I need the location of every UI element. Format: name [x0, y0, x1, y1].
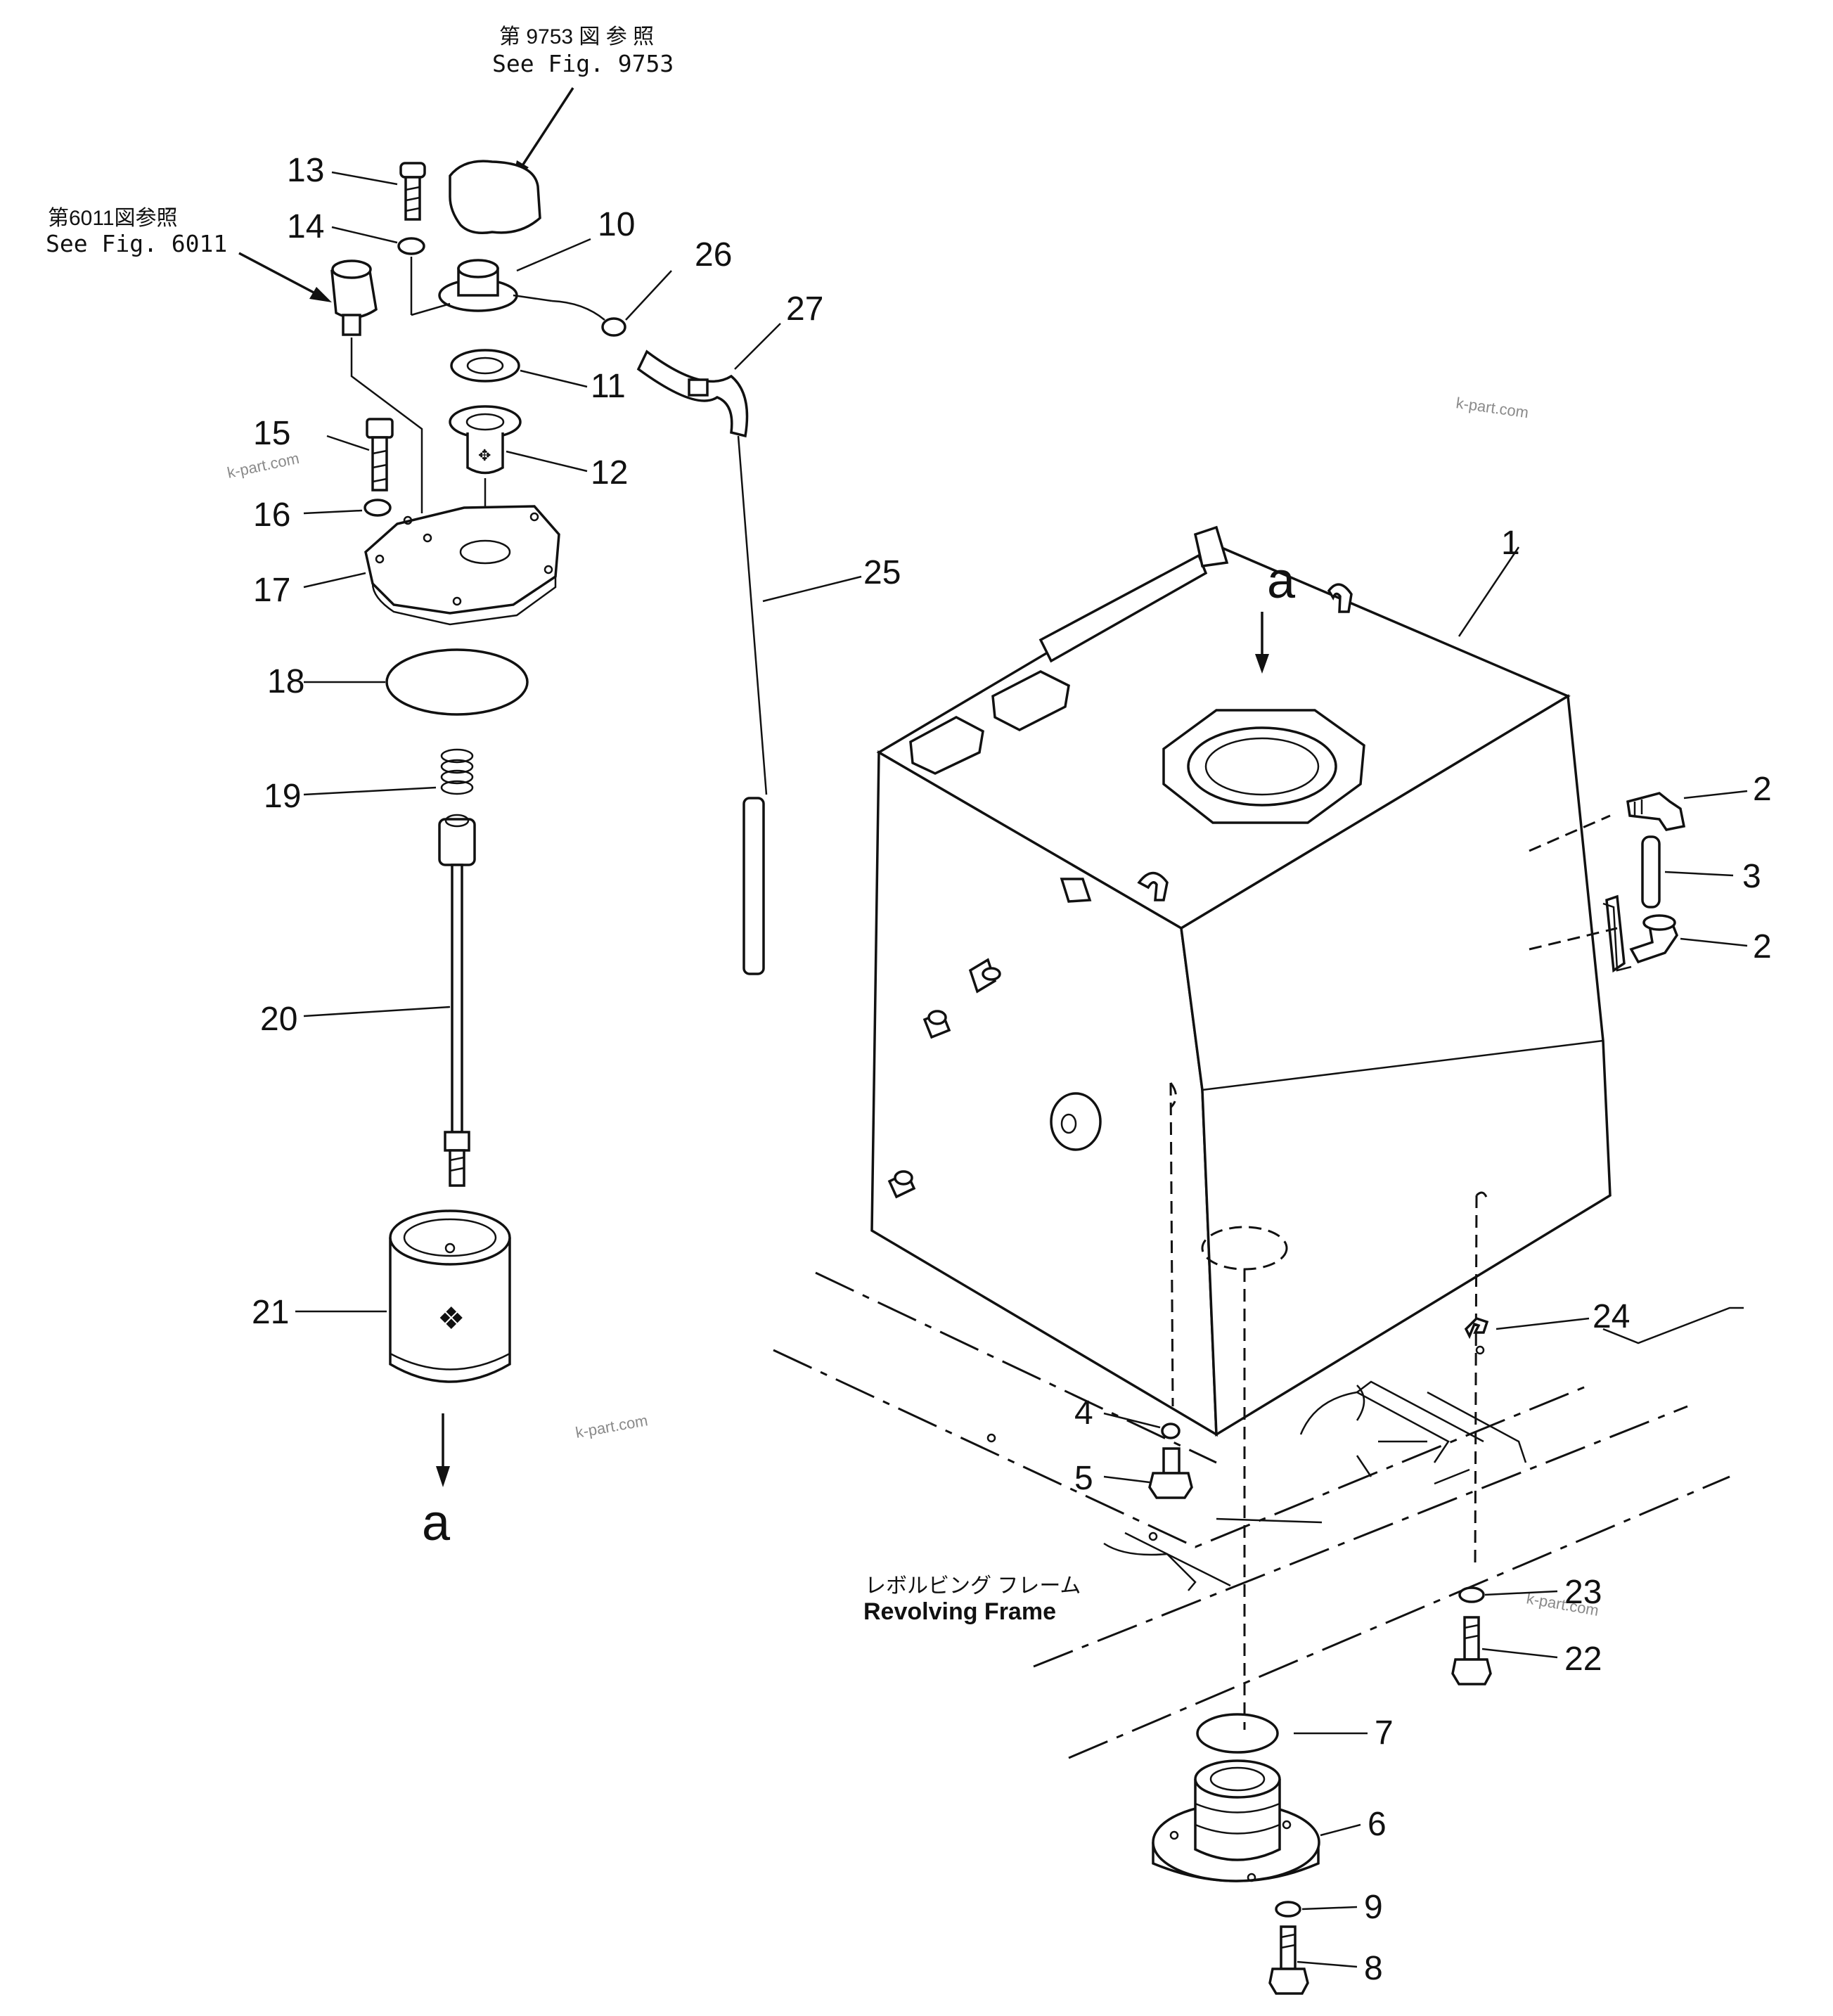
element-mark: ❖: [437, 1302, 465, 1336]
callout-24: 24: [1593, 1298, 1630, 1335]
callout-2-lower: 2: [1753, 928, 1772, 965]
callout-9: 9: [1364, 1889, 1383, 1926]
part-27-hose: [636, 349, 749, 438]
reference-fig-6011-en: See Fig. 6011: [46, 230, 227, 257]
part-18-o-ring: [385, 648, 529, 716]
part-26-clamp: [551, 300, 626, 337]
part-16-washer: [364, 499, 392, 517]
view-mark-a-top: a: [1267, 553, 1296, 609]
callout-3: 3: [1742, 858, 1761, 895]
part-17-cover: [364, 505, 560, 626]
callout-11: 11: [591, 368, 626, 405]
part-8-bolt: [1268, 1925, 1309, 1995]
part-13-bolt: [399, 162, 426, 221]
part-11-gasket: [450, 349, 520, 383]
part-22-bolt: [1451, 1616, 1492, 1686]
callout-14: 14: [287, 208, 324, 245]
callout-1: 1: [1501, 525, 1520, 562]
part-21-filter-element: ❖: [389, 1209, 511, 1383]
part-14-lock-washer: [397, 237, 425, 255]
reference-fig-6011: 第6011図参照 See Fig. 6011: [46, 207, 332, 302]
callout-21: 21: [252, 1294, 289, 1331]
strainer-mark: ✥: [478, 447, 491, 464]
callout-numbers: 13 14 10 26 27 11 12 15 16 17 18 19 20 2…: [252, 152, 1772, 1987]
callout-12: 12: [591, 454, 628, 492]
reference-fig-9753: 第 9753 図 参 照 See Fig. 9753: [492, 25, 674, 183]
callout-10: 10: [598, 206, 635, 243]
callout-8: 8: [1364, 1950, 1383, 1987]
part-19-spring: [440, 748, 474, 795]
callout-23: 23: [1564, 1574, 1602, 1611]
part-24-clip: [1464, 1316, 1489, 1340]
part-12-strainer: ✥: [449, 405, 522, 475]
cap-assembly: [449, 160, 541, 234]
callout-18: 18: [267, 663, 304, 700]
part-9-washer: [1275, 1901, 1301, 1918]
part-7-o-ring: [1196, 1713, 1279, 1754]
callout-20: 20: [260, 1001, 297, 1038]
callout-15: 15: [253, 415, 290, 452]
breather-assembly: [330, 259, 378, 336]
callout-27: 27: [786, 290, 823, 328]
part-1-hydraulic-tank: [870, 525, 1626, 1437]
part-5-drain-plug: [1148, 1447, 1193, 1499]
watermark: k-part.com: [226, 449, 301, 482]
callout-2-upper: 2: [1753, 771, 1772, 808]
part-4-o-ring: [1161, 1423, 1181, 1439]
callout-5: 5: [1074, 1460, 1093, 1497]
part-2-elbow-lower: [1629, 914, 1678, 964]
part-23-washer: [1458, 1586, 1485, 1603]
watermark: k-part.com: [1455, 394, 1529, 421]
callout-19: 19: [264, 778, 301, 815]
watermark: k-part.com: [574, 1411, 650, 1442]
part-2-elbow-upper: [1626, 792, 1686, 831]
part-15-bolt: [366, 418, 394, 492]
callout-22: 22: [1564, 1641, 1602, 1678]
callout-6: 6: [1368, 1806, 1387, 1843]
part-3-hose: [1641, 835, 1661, 909]
part-20-rod: [438, 814, 476, 1187]
part-25-sight-tube: [742, 797, 765, 975]
part-10-filler-neck: [438, 259, 553, 312]
reference-fig-9753-jp: 第 9753 図 参 照: [499, 25, 654, 49]
part-6-flange: [1152, 1759, 1320, 1882]
callout-13: 13: [287, 152, 324, 189]
leader-lines: [295, 171, 1748, 1968]
revolving-frame: [773, 1271, 1744, 1759]
callout-26: 26: [695, 236, 732, 274]
callout-17: 17: [253, 572, 290, 609]
revolving-frame-label-en: Revolving Frame: [863, 1598, 1056, 1625]
callout-25: 25: [863, 554, 901, 591]
callout-7: 7: [1375, 1714, 1394, 1752]
callout-16: 16: [253, 496, 290, 534]
callout-4: 4: [1074, 1394, 1093, 1432]
view-mark-a-bottom: a: [422, 1495, 451, 1551]
part-25-sight-tube-line: [737, 435, 768, 795]
reference-fig-6011-jp: 第6011図参照: [48, 207, 178, 230]
revolving-frame-label-jp: レボルビング フレーム: [865, 1574, 1081, 1598]
reference-fig-9753-en: See Fig. 9753: [492, 50, 674, 77]
